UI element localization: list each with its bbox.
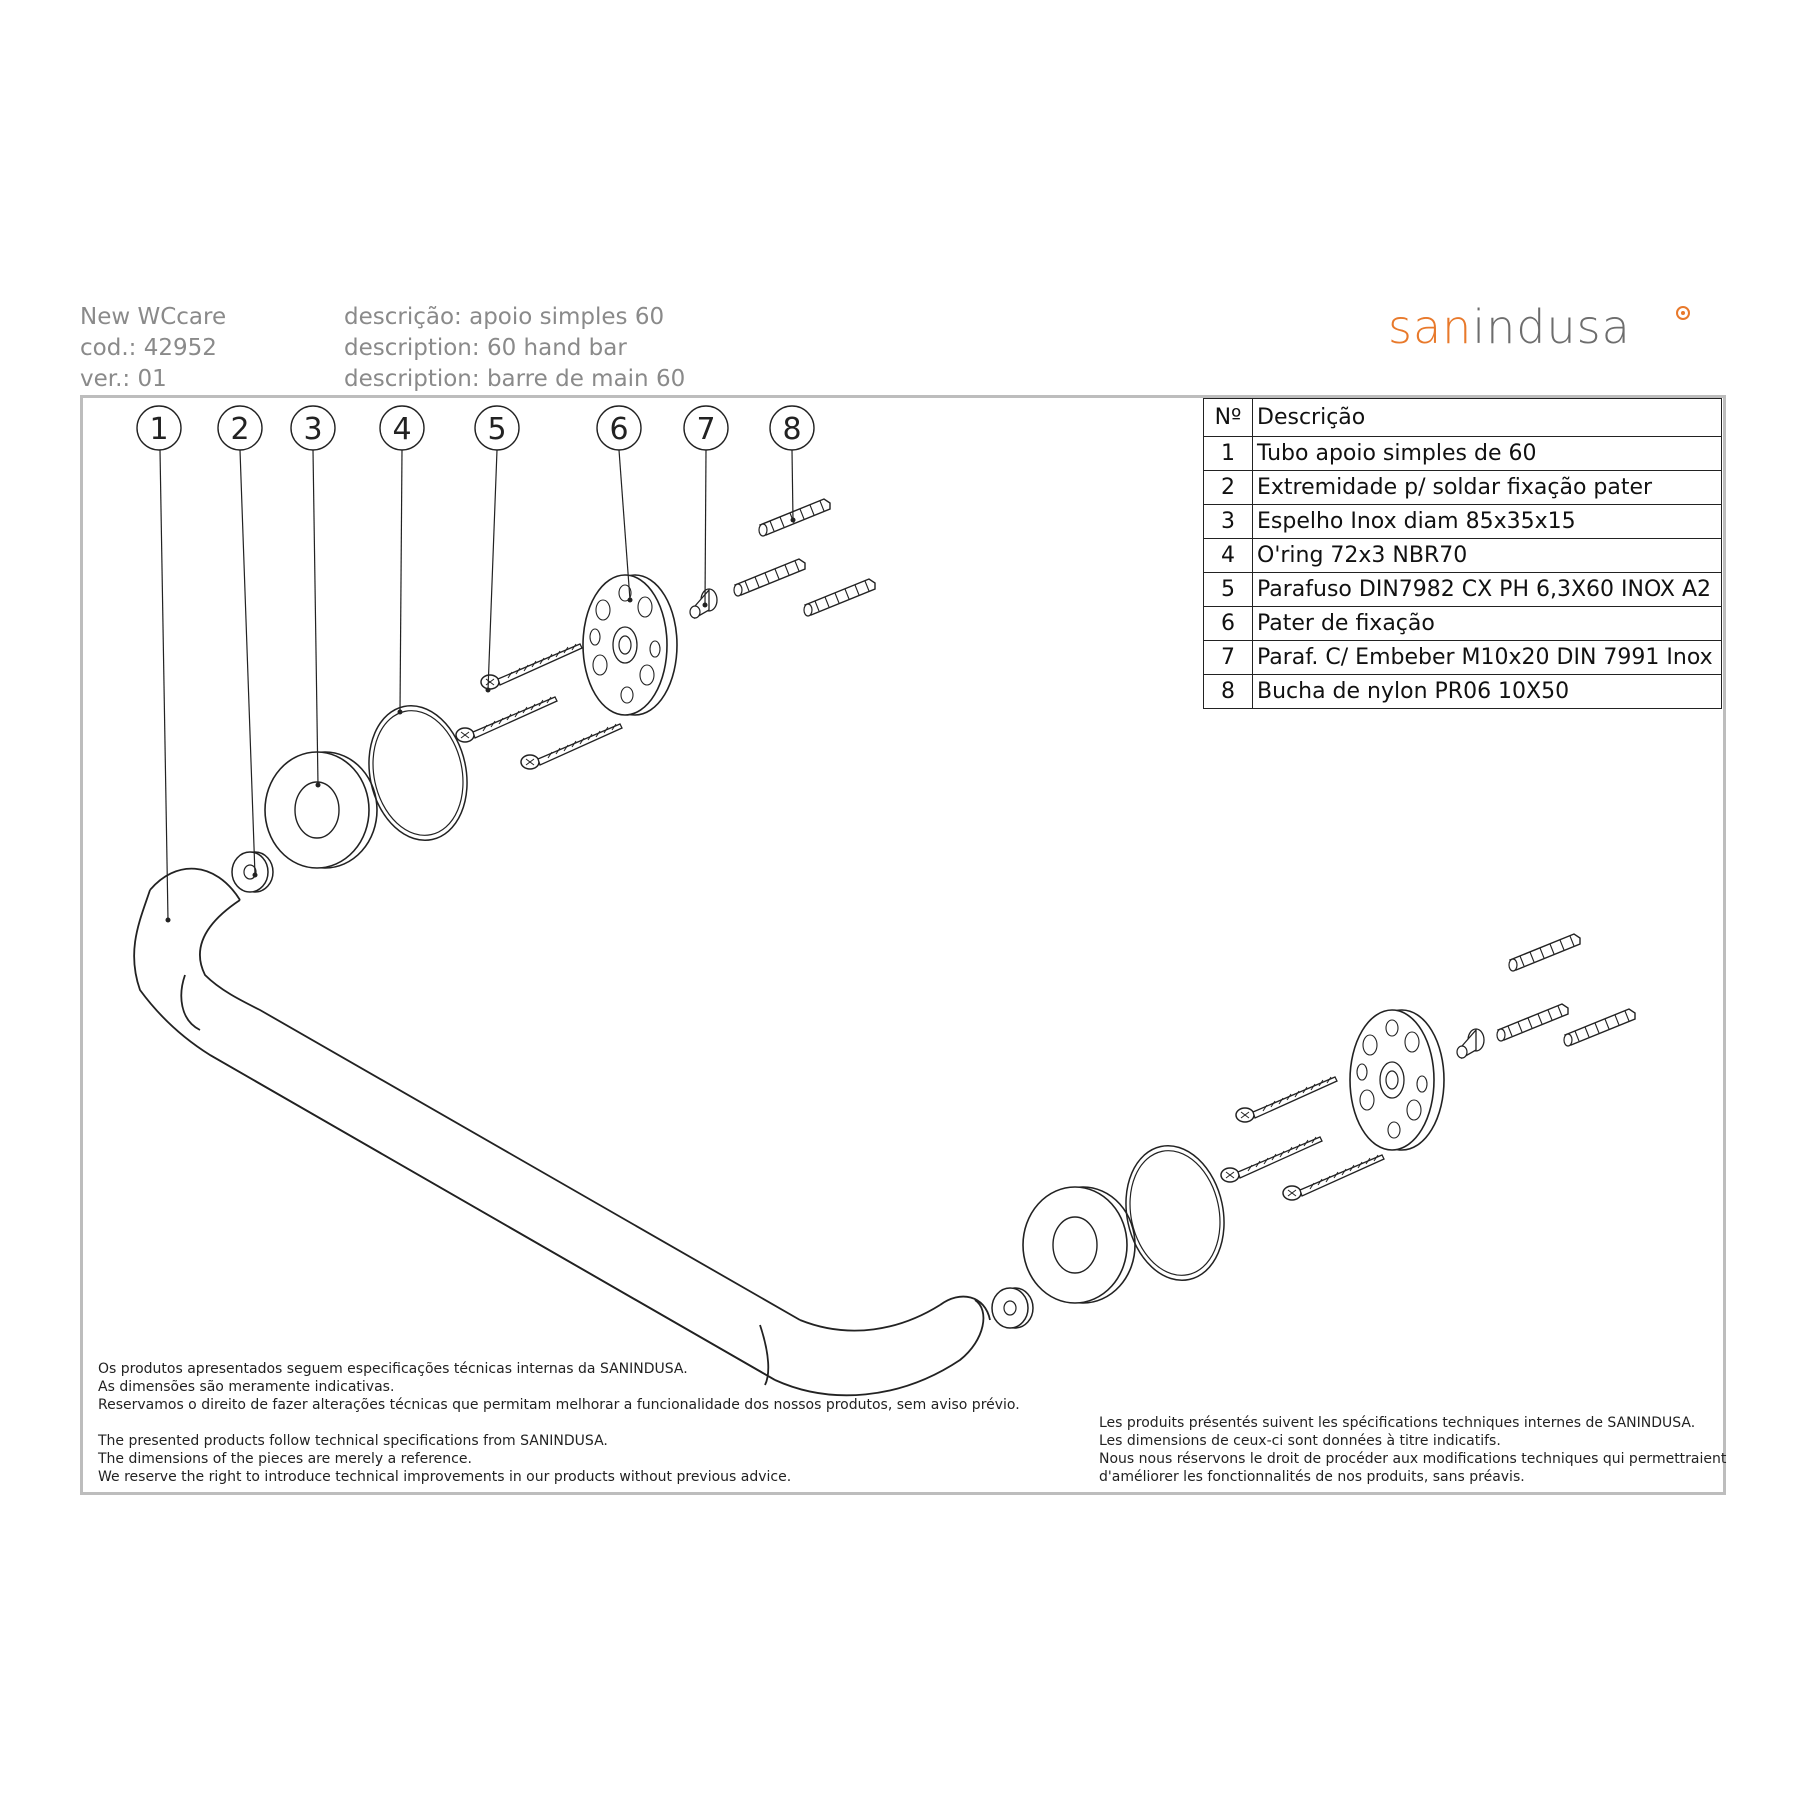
- row-description: Espelho Inox diam 85x35x15: [1252, 504, 1722, 539]
- product-code: cod.: 42952: [80, 335, 217, 361]
- row-number: 4: [1203, 538, 1253, 573]
- description-pt: descrição: apoio simples 60: [344, 304, 665, 330]
- callout-5-label: 5: [487, 412, 506, 447]
- note-line: Reservamos o direito de fazer alterações…: [98, 1397, 1020, 1413]
- anchor-right-1: [1508, 933, 1581, 972]
- callout-1: 1: [136, 405, 182, 451]
- row-description: Tubo apoio simples de 60: [1252, 436, 1722, 471]
- leader-lines: [159, 449, 794, 921]
- row-description: Paraf. C/ Embeber M10x20 DIN 7991 Inox: [1252, 640, 1722, 675]
- cover-left: [264, 751, 378, 869]
- row-description: Extremidade p/ soldar fixação pater: [1252, 470, 1722, 505]
- anchor-left-2: [733, 558, 806, 597]
- callout-3-label: 3: [303, 412, 322, 447]
- description-en: description: 60 hand bar: [344, 335, 627, 361]
- row-number: 5: [1203, 572, 1253, 607]
- note-line: We reserve the right to introduce techni…: [98, 1469, 792, 1485]
- row-number: 7: [1203, 640, 1253, 675]
- note-line: Nous nous réservons le droit de procéder…: [1099, 1451, 1727, 1467]
- note-line: The presented products follow technical …: [98, 1433, 608, 1449]
- callout-7-label: 7: [696, 412, 715, 447]
- sanindusa-logo: sanindusa: [1388, 300, 1631, 354]
- callout-2: 2: [217, 405, 263, 451]
- col-description-header: Descrição: [1252, 398, 1722, 437]
- callout-3: 3: [290, 405, 336, 451]
- logo-part-san: san: [1388, 300, 1473, 354]
- row-number: 3: [1203, 504, 1253, 539]
- callout-7: 7: [683, 405, 729, 451]
- product-line: New WCcare: [80, 304, 227, 330]
- note-line: Os produtos apresentados seguem especifi…: [98, 1361, 688, 1377]
- tube-drawing: [133, 867, 991, 1397]
- screw-right-2: [1220, 1136, 1323, 1183]
- note-line: The dimensions of the pieces are merely …: [98, 1451, 472, 1467]
- screw-right-1: [1235, 1076, 1338, 1123]
- row-number: 2: [1203, 470, 1253, 505]
- parts-table-header: Nº Descrição: [1203, 398, 1722, 437]
- callout-2-label: 2: [230, 412, 249, 447]
- drawing-frame: [80, 395, 1726, 1495]
- callout-5: 5: [474, 405, 520, 451]
- callout-4-label: 4: [392, 412, 411, 447]
- row-description: O'ring 72x3 NBR70: [1252, 538, 1722, 573]
- callout-8: 8: [769, 405, 815, 451]
- row-description: Parafuso DIN7982 CX PH 6,3X60 INOX A2: [1252, 572, 1722, 607]
- logo-part-indusa: indusa: [1472, 300, 1631, 354]
- row-number: 6: [1203, 606, 1253, 641]
- callout-6-label: 6: [609, 412, 628, 447]
- row-number: 1: [1203, 436, 1253, 471]
- note-line: d'améliorer les fonctionnalités de nos p…: [1099, 1469, 1525, 1485]
- notes-fr: Les produits présentés suivent les spéci…: [1099, 1414, 1726, 1486]
- row-description: Bucha de nylon PR06 10X50: [1252, 674, 1722, 709]
- row-number: 8: [1203, 674, 1253, 709]
- callout-6: 6: [596, 405, 642, 451]
- callout-1-label: 1: [149, 412, 168, 447]
- col-number-header: Nº: [1203, 398, 1253, 437]
- anchor-left-1: [758, 498, 831, 537]
- screw-left-1: [480, 643, 583, 690]
- notes-en: The presented products follow technical …: [98, 1432, 791, 1486]
- note-line: As dimensões são meramente indicativas.: [98, 1379, 395, 1395]
- logo-mark-icon: [1676, 306, 1690, 320]
- end-piece-right: [991, 1287, 1034, 1329]
- notes-pt: Os produtos apresentados seguem especifi…: [98, 1360, 1020, 1414]
- screw-left-3: [520, 723, 623, 770]
- callout-bubbles: 1 2 3 4 5 6 7 8: [136, 405, 815, 451]
- leader-dots: [165, 517, 796, 923]
- note-line: Les produits présentés suivent les spéci…: [1099, 1415, 1696, 1431]
- anchor-right-2: [1496, 1003, 1569, 1042]
- anchor-right-3: [1563, 1008, 1636, 1047]
- row-description: Pater de fixação: [1252, 606, 1722, 641]
- callout-8-label: 8: [782, 412, 801, 447]
- bolt-right: [1456, 1028, 1485, 1059]
- description-fr: description: barre de main 60: [344, 366, 686, 392]
- screw-left-2: [455, 696, 558, 743]
- product-version: ver.: 01: [80, 366, 167, 392]
- cover-right: [1022, 1186, 1136, 1304]
- note-line: Les dimensions de ceux-ci sont données à…: [1099, 1433, 1501, 1449]
- anchor-left-3: [803, 578, 876, 617]
- plate-right: [1349, 1009, 1445, 1151]
- end-piece-left: [231, 851, 274, 893]
- screw-right-3: [1282, 1154, 1385, 1201]
- callout-4: 4: [379, 405, 425, 451]
